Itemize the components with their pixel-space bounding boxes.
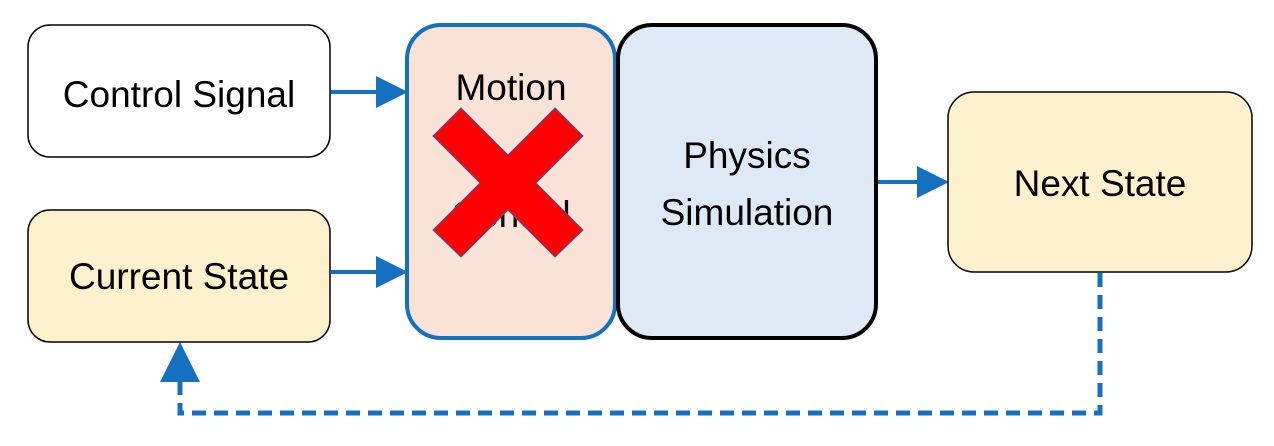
current-state-label: Current State <box>69 256 289 297</box>
node-next-state: Next State <box>947 91 1253 273</box>
next-state-label: Next State <box>1014 163 1187 204</box>
feedback-dashed-arrow <box>160 273 1103 416</box>
control-signal-label: Control Signal <box>63 74 295 115</box>
node-control-signal: Control Signal <box>27 24 331 158</box>
node-current-state: Current State <box>27 209 331 343</box>
physics-label-line1: Physics <box>683 135 810 176</box>
cross-out-icon <box>432 107 584 258</box>
node-physics-simulation: Physics Simulation <box>616 23 878 340</box>
motion-control-label-line1: Motion <box>455 67 566 108</box>
physics-label-line2: Simulation <box>661 192 834 233</box>
node-motion-control: Control Motion <box>405 23 617 340</box>
